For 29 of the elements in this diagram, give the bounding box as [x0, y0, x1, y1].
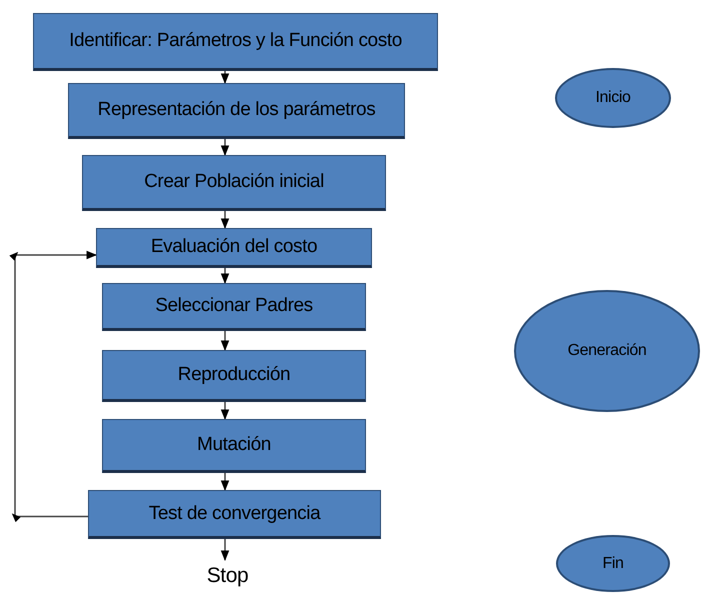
node-label: Representación de los parámetros	[98, 99, 376, 121]
arrow	[220, 331, 230, 352]
process-box	[68, 83, 405, 139]
node-label: Reproducción	[178, 364, 290, 386]
node-label: Evaluación del costo	[150, 236, 318, 258]
arrow	[220, 71, 230, 84]
node-label: Identificar: Parámetros y la Función costo	[69, 30, 402, 52]
arrow	[220, 268, 230, 284]
node-label: Inicio	[596, 89, 630, 107]
process-box	[102, 283, 366, 331]
arrow	[220, 473, 230, 492]
arrow	[220, 139, 230, 156]
process-box	[96, 228, 372, 268]
process-box	[88, 490, 381, 539]
node-label: Test de convergencia	[148, 502, 320, 524]
node-label: Crear Población inicial	[144, 171, 324, 193]
arrow	[10, 250, 96, 522]
process-box	[102, 419, 366, 473]
arrow	[220, 211, 230, 230]
process-box	[102, 350, 366, 402]
node-label: Fin	[602, 554, 624, 572]
end-label: Stop	[200, 560, 255, 592]
node-label: Seleccionar Padres	[155, 295, 313, 317]
node-label: Mutación	[197, 434, 271, 456]
process-box	[82, 155, 386, 211]
node-label: Generación	[568, 342, 646, 360]
arrow	[220, 539, 230, 562]
arrow	[220, 402, 230, 420]
process-box	[33, 13, 438, 71]
